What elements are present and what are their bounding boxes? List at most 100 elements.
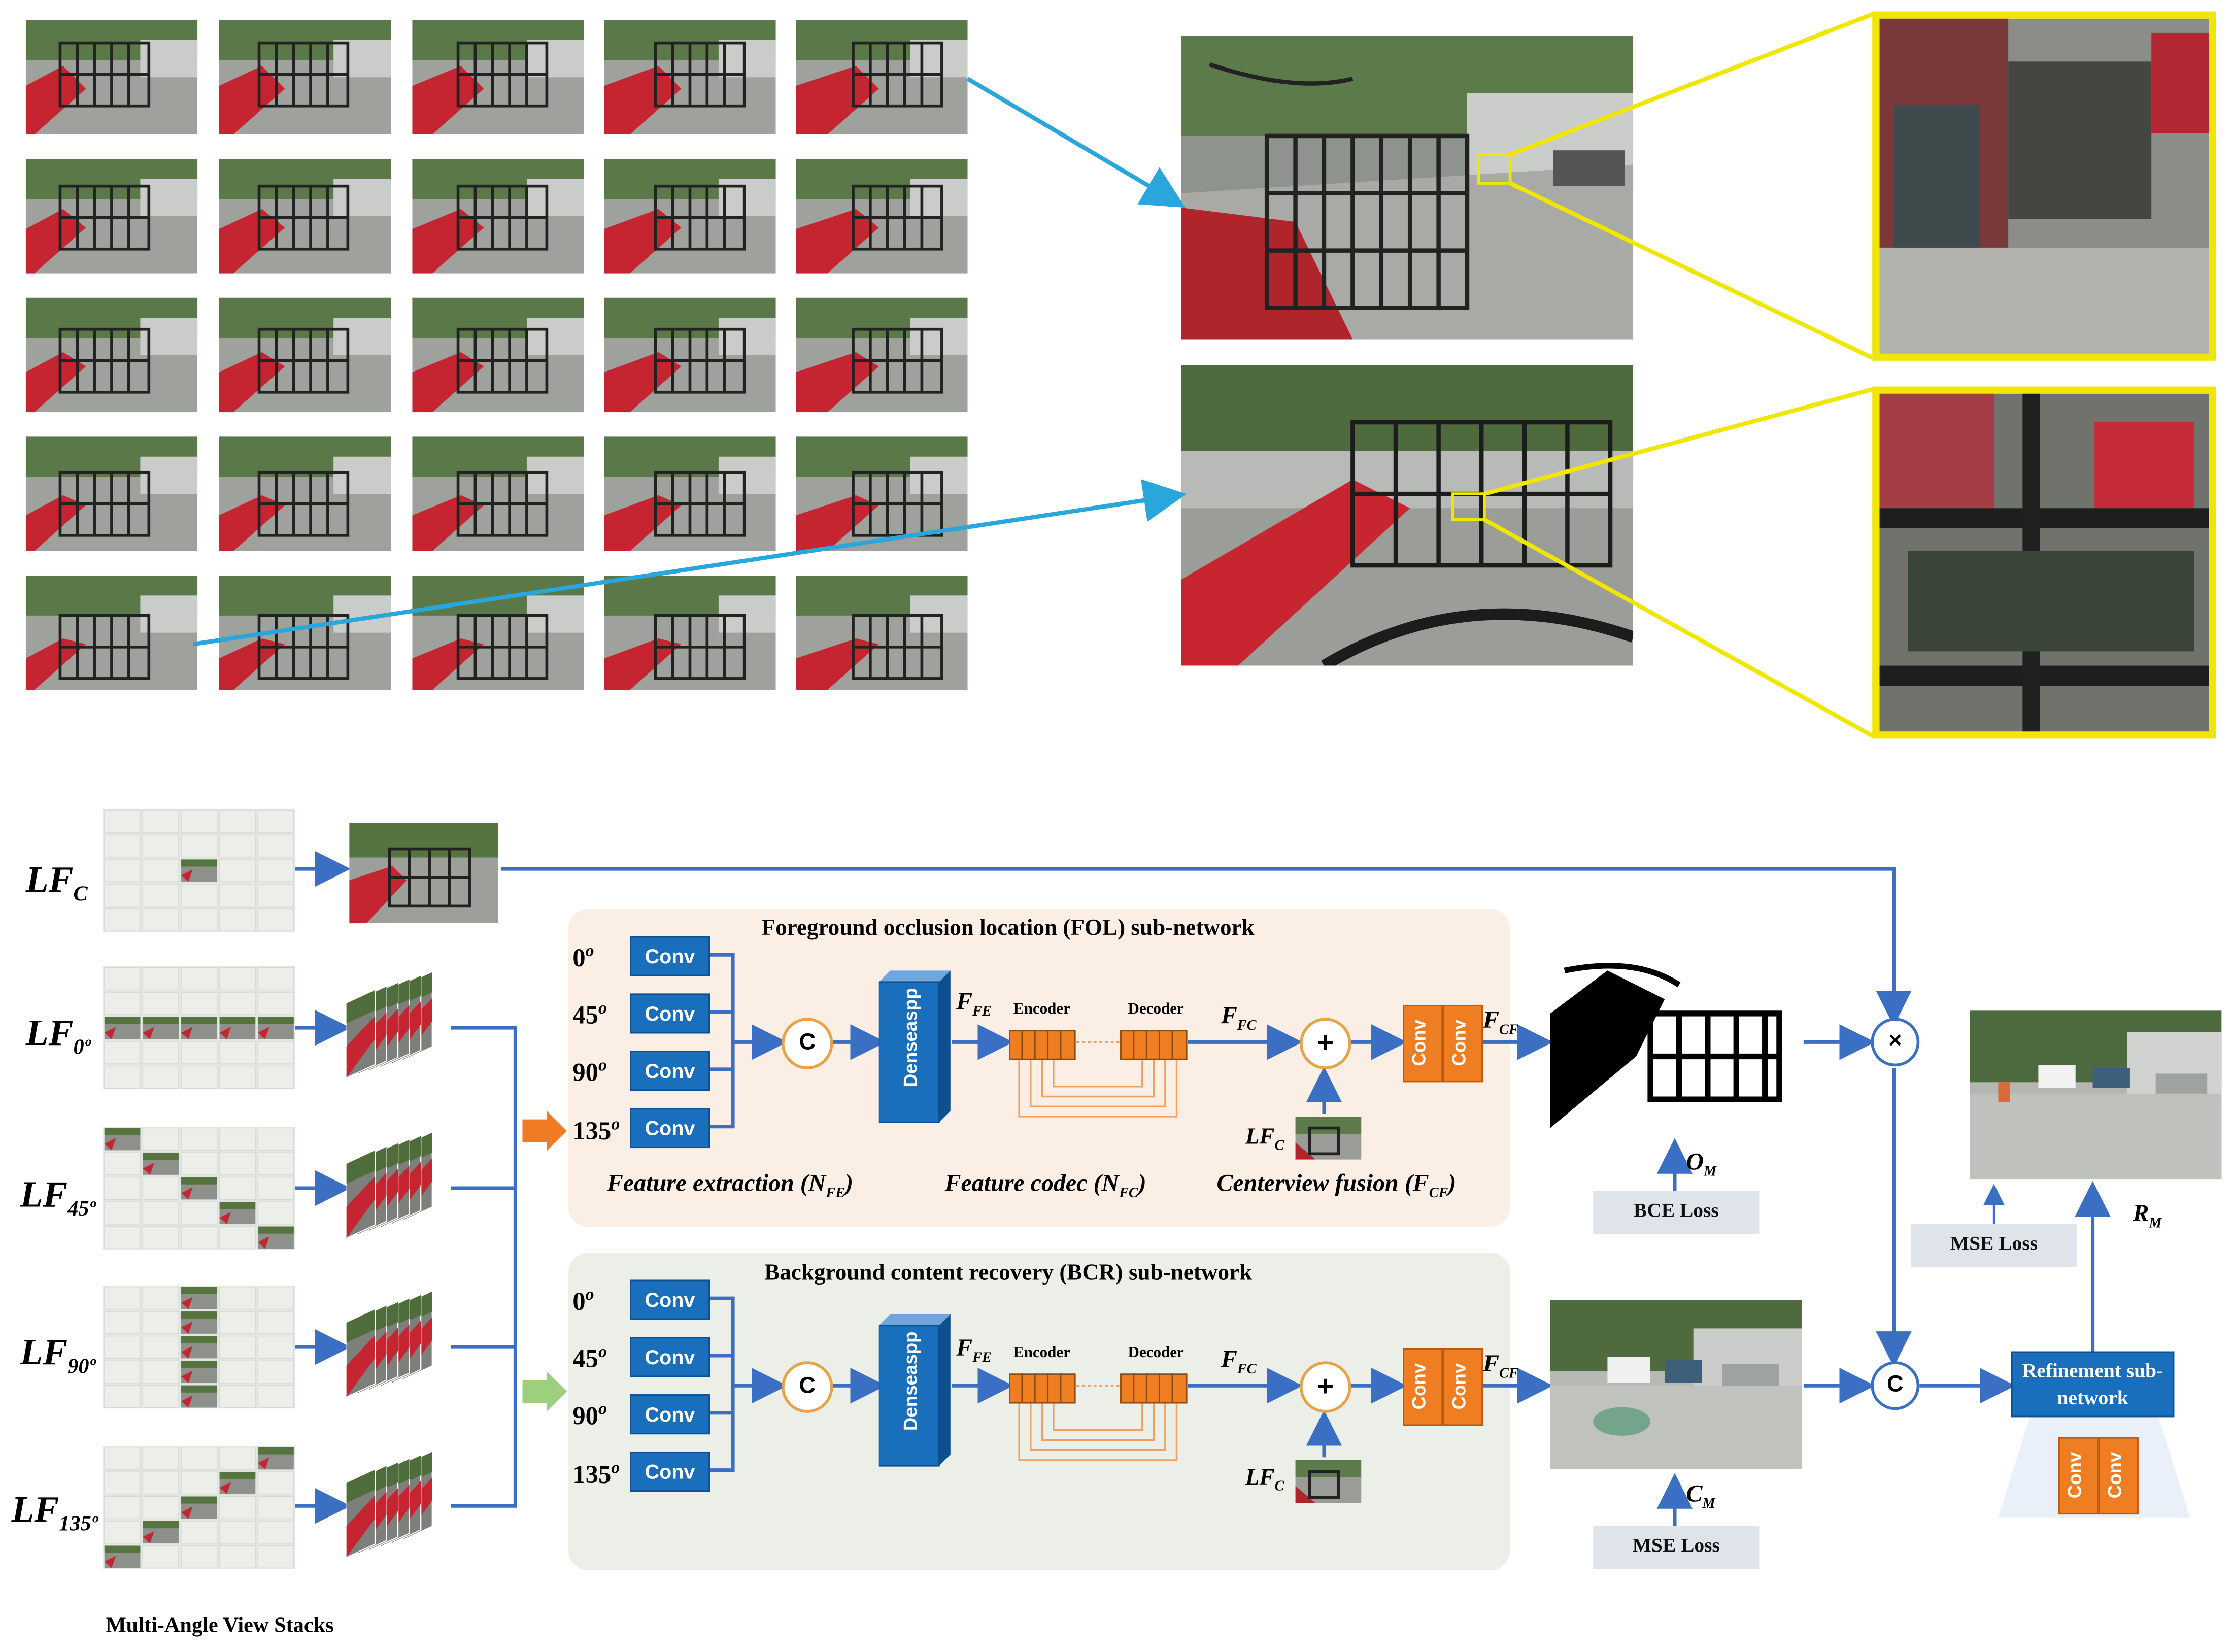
fol-conv-0: Conv xyxy=(630,936,710,976)
lf-label-45: LF45º xyxy=(20,1173,96,1222)
lf-view-thumbnail xyxy=(604,20,776,135)
fol-angle-0: 0o xyxy=(572,940,594,972)
lf-angle-grid xyxy=(103,1285,295,1409)
lf-view-thumbnail xyxy=(412,159,584,274)
lf-angle-grid xyxy=(103,1126,295,1250)
bcr-lfc-small-label: LFC xyxy=(1245,1466,1284,1495)
fol-conv-135: Conv xyxy=(630,1108,710,1149)
lf-view-thumbnail xyxy=(25,20,198,135)
lf-view-thumbnail xyxy=(604,159,776,274)
cm-label: CM xyxy=(1686,1480,1715,1512)
lfc-center-view xyxy=(349,823,498,924)
bcr-denseaspp-label: Denseaspp xyxy=(899,1331,921,1431)
fol-angle-135: 135o xyxy=(572,1114,620,1145)
lf-view-thumbnail xyxy=(219,575,391,690)
fol-conv-90: Conv xyxy=(630,1051,710,1091)
lf-angle-grid xyxy=(103,1445,295,1569)
bce-loss-box: BCE Loss xyxy=(1593,1191,1760,1234)
bcr-conv-45: Conv xyxy=(630,1337,710,1377)
bcr-angle-0: 0o xyxy=(572,1284,594,1316)
lf-view-thumbnail xyxy=(219,436,391,551)
mse-loss-box-bcr: MSE Loss xyxy=(1593,1526,1760,1569)
bcr-angle-135: 135o xyxy=(572,1457,620,1489)
lf-angle-grid xyxy=(103,808,295,932)
lf-view-thumbnail xyxy=(219,159,391,274)
lf-view-thumbnail xyxy=(412,436,584,551)
lf-view-thumbnail xyxy=(796,159,968,274)
fol-angle-45: 45o xyxy=(572,997,607,1029)
fol-lfc-small-label: LFC xyxy=(1245,1125,1284,1154)
bcr-ffe-label: FFE xyxy=(956,1334,992,1366)
bcr-lfc-thumb xyxy=(1295,1460,1362,1503)
lf-angle-grid xyxy=(103,966,295,1090)
multiply-node: × xyxy=(1871,1018,1920,1067)
refinement-box: Refinement sub-network xyxy=(2011,1351,2175,1418)
mse-loss-box-refine: MSE Loss xyxy=(1911,1224,2077,1267)
bcr-encoder-label: Encoder xyxy=(1013,1344,1070,1362)
bcr-concat-node: C xyxy=(781,1361,833,1413)
bcr-decoder-label: Decoder xyxy=(1128,1344,1184,1362)
refinement-label: Refinement sub-network xyxy=(2022,1361,2163,1410)
lf-view-thumbnail xyxy=(25,297,198,413)
caption-centerview-fusion: Centerview fusion (FCF) xyxy=(1216,1169,1457,1202)
rm-label: RM xyxy=(2133,1199,2162,1232)
lf-view-thumbnail xyxy=(412,297,584,413)
bcr-ffc-label: FFC xyxy=(1221,1345,1257,1378)
fol-encoder-label: Encoder xyxy=(1013,1000,1070,1018)
fol-add-node: + xyxy=(1300,1018,1351,1069)
fol-fusion-conv-1: Conv xyxy=(1403,1004,1443,1083)
arrow-to-top-view xyxy=(966,77,1186,208)
lf-view-stack xyxy=(346,1288,447,1403)
lf-view-thumbnail xyxy=(25,436,198,551)
om-label: OM xyxy=(1686,1148,1717,1181)
bcr-fusion-conv-1: Conv xyxy=(1403,1348,1443,1426)
content-recovery-output xyxy=(1550,1300,1803,1469)
bcr-add-node: + xyxy=(1300,1361,1351,1413)
stack-caption: Multi-Angle View Stacks xyxy=(106,1614,334,1638)
lf-label-90: LF90º xyxy=(20,1331,96,1379)
fol-lfc-thumb xyxy=(1295,1116,1362,1160)
lf-view-thumbnail xyxy=(796,575,968,690)
fol-codec-blocks xyxy=(1009,1030,1188,1060)
lf-view-stack xyxy=(346,1129,447,1244)
caption-feature-extraction: Feature extraction (NFE) xyxy=(606,1169,854,1202)
fol-concat-node: C xyxy=(781,1018,833,1069)
lf-view-thumbnail xyxy=(412,575,584,690)
bcr-angle-45: 45o xyxy=(572,1341,607,1373)
lf-view-thumbnail xyxy=(604,436,776,551)
lf-view-thumbnail xyxy=(25,575,198,690)
lf-view-thumbnail xyxy=(25,159,198,274)
lf-label-135: LF135º xyxy=(11,1489,98,1536)
fol-denseaspp-block xyxy=(878,970,951,1123)
top-connectors xyxy=(193,12,1874,738)
center-view-photo-bottom xyxy=(1180,365,1634,666)
zoom-patch-bottom xyxy=(1872,386,2216,739)
bcr-angle-90: 90o xyxy=(572,1398,607,1430)
bcr-denseaspp-block xyxy=(878,1314,951,1467)
refine-conv-2: Conv xyxy=(2098,1437,2139,1515)
lf-view-thumbnail xyxy=(604,575,776,690)
lf-view-stack xyxy=(346,1448,447,1563)
fol-ffc-label: FFC xyxy=(1221,1002,1257,1034)
refine-conv-1: Conv xyxy=(2058,1437,2099,1515)
lf-view-thumbnail xyxy=(796,297,968,413)
fol-ffe-label: FFE xyxy=(956,988,992,1020)
final-result-photo xyxy=(1970,1010,2222,1180)
final-concat-node: C xyxy=(1871,1361,1920,1410)
lf-view-thumbnail xyxy=(796,20,968,135)
bcr-conv-0: Conv xyxy=(630,1279,710,1320)
orange-block-arrow xyxy=(522,1110,567,1151)
bcr-codec-blocks xyxy=(1009,1373,1188,1404)
bcr-conv-90: Conv xyxy=(630,1394,710,1435)
green-block-arrow xyxy=(522,1371,567,1412)
fol-angle-90: 90o xyxy=(572,1055,607,1087)
fol-denseaspp-label: Denseaspp xyxy=(899,988,921,1088)
lf-view-thumbnail xyxy=(219,297,391,413)
bcr-fusion-conv-2: Conv xyxy=(1443,1348,1483,1426)
lf-view-thumbnail xyxy=(604,297,776,413)
bcr-conv-135: Conv xyxy=(630,1451,710,1492)
center-view-photo-top xyxy=(1180,36,1634,340)
arrow-to-bottom-view xyxy=(193,479,1187,647)
lf-view-stack xyxy=(346,969,447,1084)
lf-view-thumbnail xyxy=(412,20,584,135)
